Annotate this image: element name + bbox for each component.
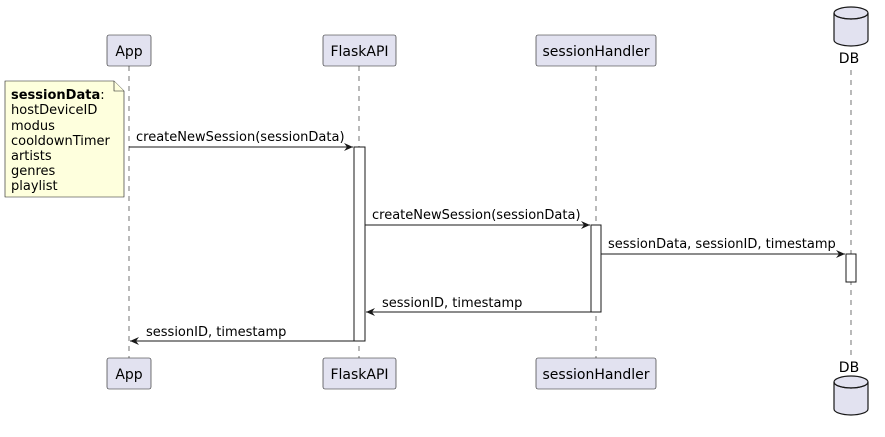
participant-sessionhandler-label: sessionHandler (543, 367, 650, 383)
participant-app-bottom: App (106, 357, 152, 390)
participant-db-label: DB (839, 51, 859, 67)
participant-sessionhandler-top: sessionHandler (535, 34, 657, 67)
note-line: cooldownTimer (11, 134, 111, 149)
note-line: modus (11, 119, 55, 134)
participant-db-label: DB (839, 360, 859, 376)
message-5: sessionID, timestamp (130, 325, 354, 345)
message-3: sessionData, sessionID, timestamp (601, 237, 845, 258)
note-colon: : (100, 88, 104, 103)
note-line: playlist (11, 179, 58, 194)
participant-flaskapi-bottom: FlaskAPI (322, 357, 397, 390)
participant-sessionhandler-label: sessionHandler (543, 44, 650, 60)
participant-app-label: App (115, 44, 142, 60)
activation-db (845, 253, 857, 283)
note-title: sessionData (11, 88, 100, 103)
activation-sessionhandler (590, 224, 602, 313)
participant-sessionhandler-bottom: sessionHandler (535, 357, 657, 390)
participant-app-label: App (115, 367, 142, 383)
participant-flaskapi-top: FlaskAPI (322, 34, 397, 67)
message-label: sessionID, timestamp (382, 296, 522, 311)
message-label: sessionID, timestamp (146, 325, 286, 340)
message-label: createNewSession(sessionData) (136, 130, 345, 145)
message-label: createNewSession(sessionData) (372, 208, 581, 223)
database-icon (833, 6, 869, 47)
participant-flaskapi-label: FlaskAPI (330, 44, 388, 60)
note-line: hostDeviceID (11, 103, 97, 118)
activation-flaskapi (353, 146, 366, 342)
message-1: createNewSession(sessionData) (129, 130, 353, 151)
message-label: sessionData, sessionID, timestamp (608, 237, 836, 252)
message-4: sessionID, timestamp (366, 296, 591, 316)
participant-db-bottom: DB (833, 360, 869, 416)
note-heading: sessionData: (11, 88, 105, 103)
participant-flaskapi-label: FlaskAPI (330, 367, 388, 383)
database-icon (833, 375, 869, 416)
note-line: genres (11, 164, 56, 179)
message-2: createNewSession(sessionData) (365, 208, 590, 229)
note-sessiondata: sessionData: hostDeviceID modus cooldown… (4, 80, 125, 198)
participant-db-top: DB (833, 6, 869, 67)
note-line: artists (11, 149, 52, 164)
participant-app-top: App (106, 34, 152, 67)
